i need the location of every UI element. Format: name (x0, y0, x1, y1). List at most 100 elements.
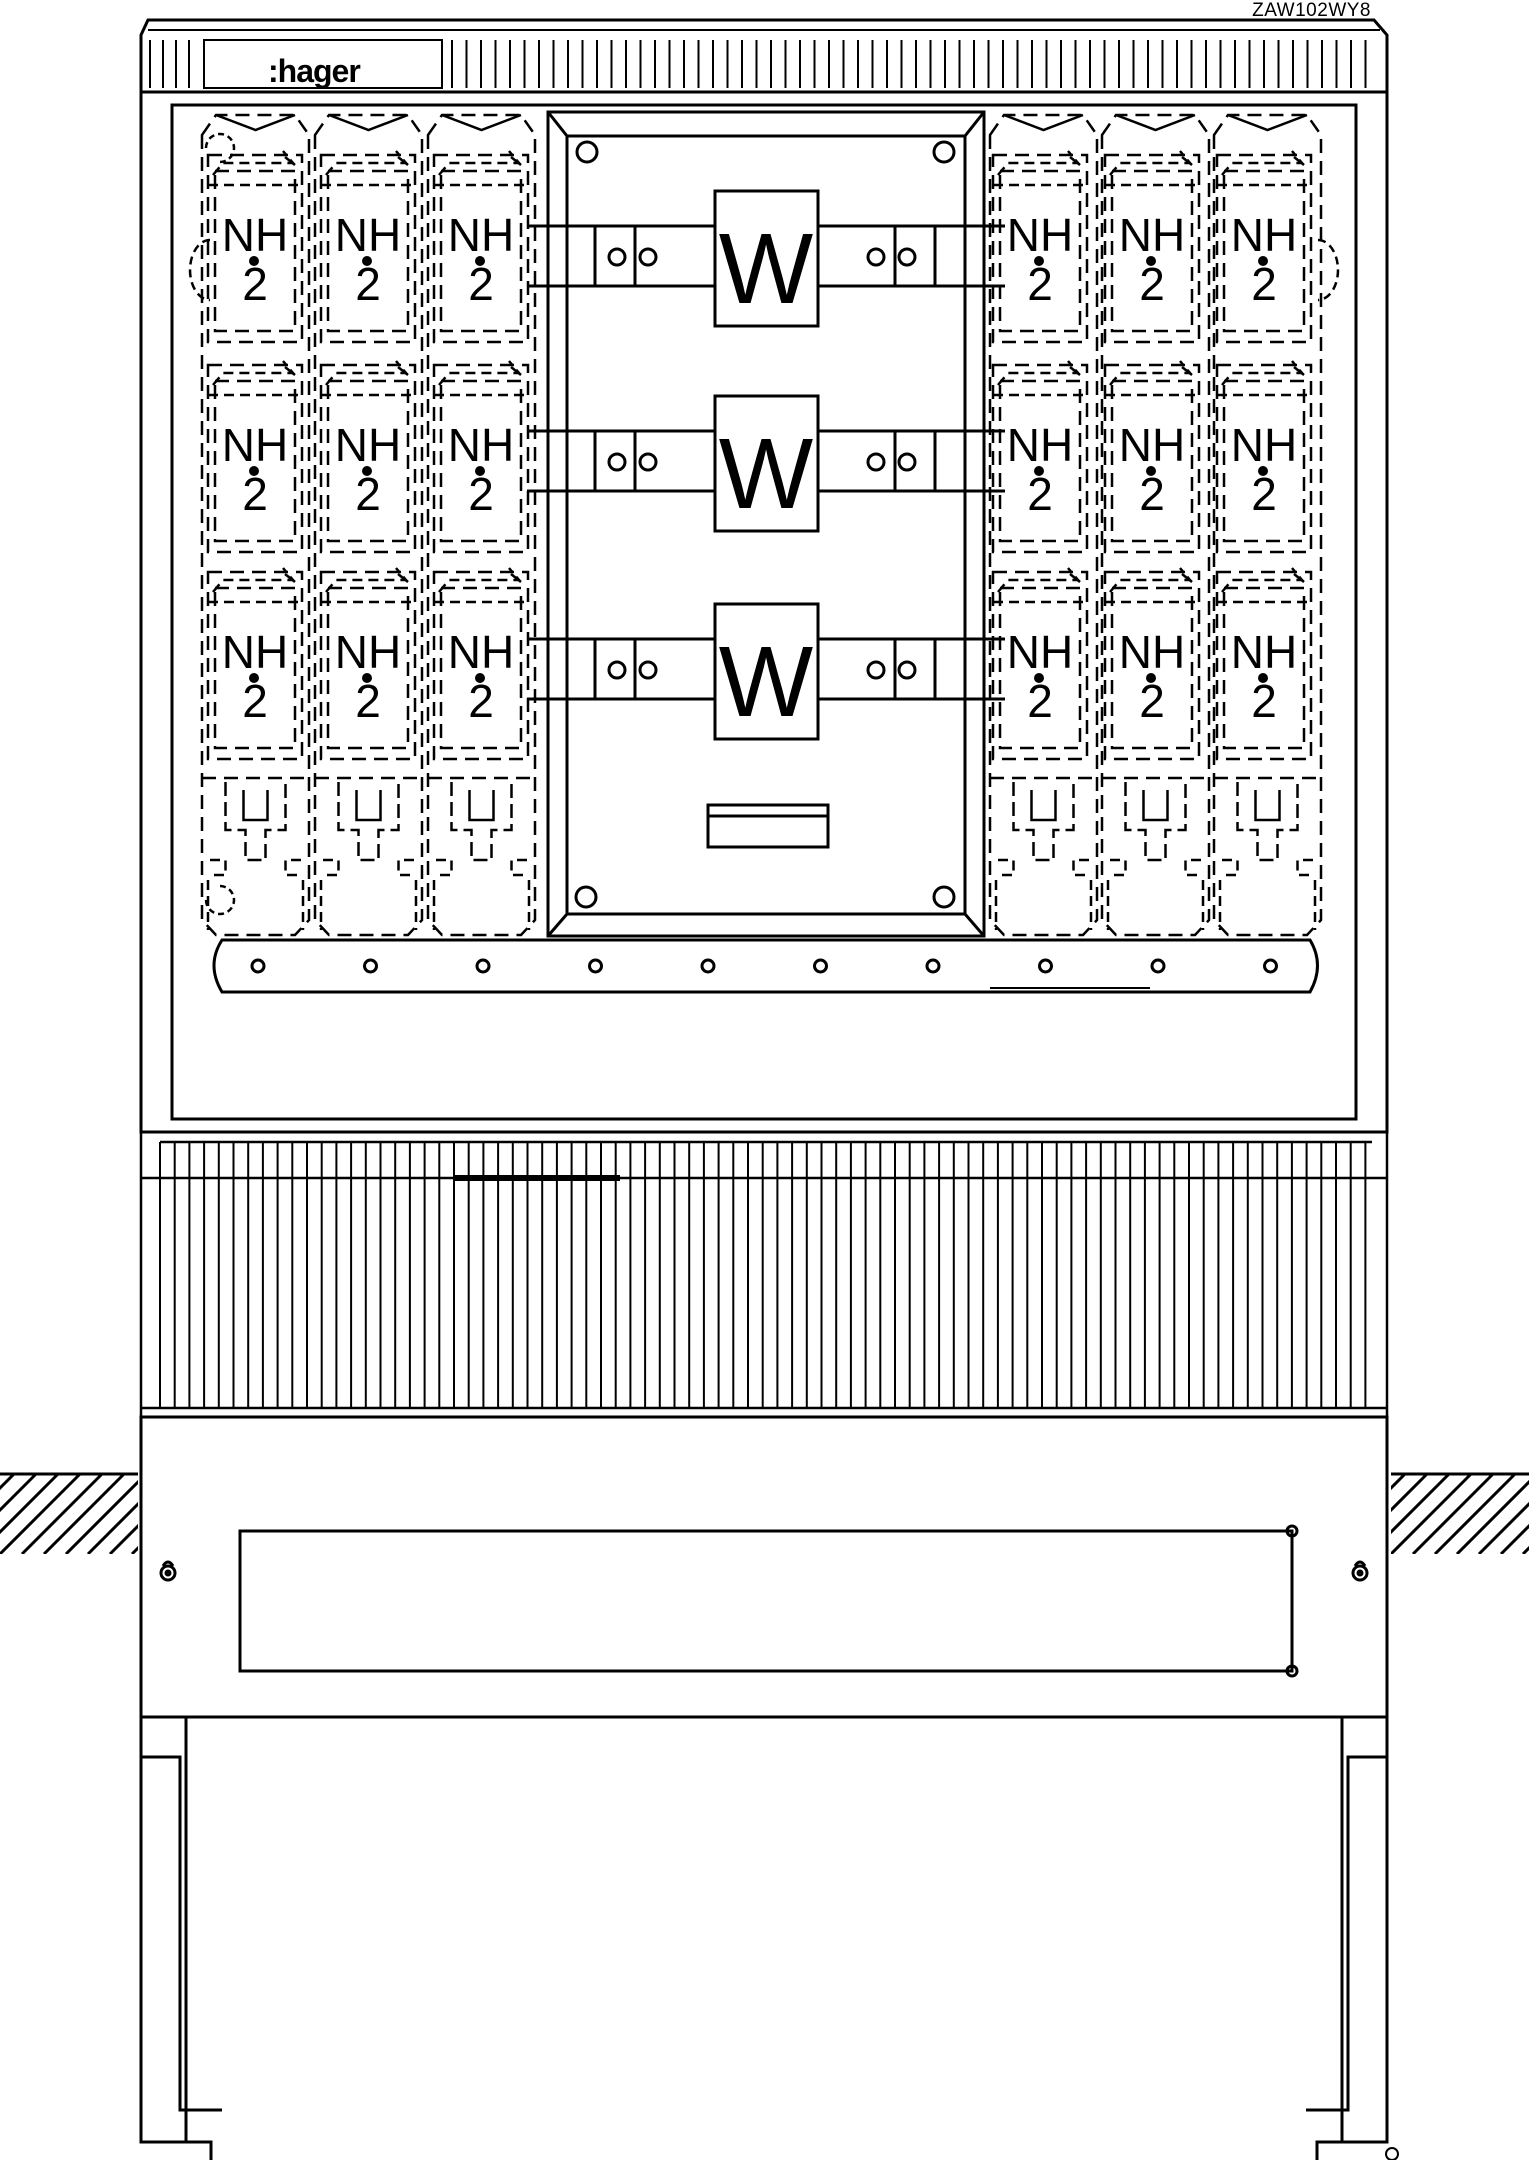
hatch-line (1499, 1523, 1529, 1554)
hatch-line (1391, 1472, 1473, 1554)
nh-fuse-module: NH2 (432, 150, 530, 344)
fuse-size-label: 2 (468, 258, 494, 310)
nh-fuse-module: NH2 (206, 360, 304, 554)
fuse-size-label: NH (448, 419, 514, 471)
fuse-size-label: NH (1119, 209, 1185, 261)
panel-screw-icon (574, 885, 598, 909)
fuse-size-label: 2 (242, 258, 268, 310)
hatch-line (130, 1545, 138, 1554)
fuse-size-label: NH (448, 209, 514, 261)
fuse-size-label: 2 (1027, 468, 1053, 520)
nh-fuse-module: NH2 (1215, 150, 1313, 344)
fuse-housing (1212, 113, 1323, 937)
ground-hatch-right (1391, 1472, 1529, 1554)
fuse-size-label: 2 (355, 675, 381, 727)
nh-fuse-module: NH2 (432, 567, 530, 761)
switch-label: W (719, 626, 814, 738)
fuse-size-label: NH (335, 209, 401, 261)
fuse-size-label: NH (448, 626, 514, 678)
fuse-contact-icon (475, 256, 485, 266)
fuse-contact-icon (249, 256, 259, 266)
fuse-size-label: 2 (242, 468, 268, 520)
terminal-hole-icon (700, 958, 716, 974)
fuse-size-label: NH (1231, 419, 1297, 471)
nh-fuse-module: NH2 (991, 150, 1089, 344)
fuse-contact-icon (362, 466, 372, 476)
fuse-housing (313, 113, 424, 937)
fuse-contact-icon (362, 256, 372, 266)
switch-panel (546, 110, 986, 938)
fuse-contact-icon (475, 673, 485, 683)
load-switch: W (527, 189, 1005, 328)
fuse-size-label: NH (1119, 626, 1185, 678)
mount-hole-icon (204, 132, 236, 164)
fuse-size-label: NH (335, 626, 401, 678)
switch-label: W (719, 418, 814, 530)
fuse-size-label: NH (1231, 209, 1297, 261)
switch-rows: WWW (527, 189, 1005, 741)
base-frame (139, 1715, 1399, 2160)
fuse-size-label: 2 (1027, 258, 1053, 310)
fuse-size-label: NH (222, 209, 288, 261)
hatch-line (1477, 1501, 1529, 1554)
fuse-size-label: 2 (1027, 675, 1053, 727)
fuse-size-label: 2 (468, 468, 494, 520)
plinth-cover (139, 1415, 1389, 1719)
hatch-line (1391, 1472, 1429, 1513)
fuse-size-label: NH (1007, 209, 1073, 261)
fuse-size-label: NH (1007, 419, 1073, 471)
ground-hatch-left (0, 1472, 138, 1554)
load-switch: W (527, 602, 1005, 741)
hatch-line (86, 1501, 138, 1554)
terminal-hole-icon (1263, 958, 1278, 974)
panel-screw-icon (575, 140, 599, 164)
lock-icon (1351, 1564, 1369, 1582)
terminal-hole-icon (925, 958, 941, 974)
fuse-contact-icon (249, 673, 259, 683)
terminal-hole-icon (1038, 958, 1053, 974)
hatch-line (0, 1472, 16, 1491)
nh-fuse-module: NH2 (1103, 150, 1201, 344)
nh-fuse-module: NH2 (319, 567, 417, 761)
fuse-contact-icon (1146, 466, 1156, 476)
fuse-contact-icon (1034, 466, 1044, 476)
terminal-hole-icon (1150, 958, 1166, 974)
fuse-contact-icon (475, 466, 485, 476)
neutral-rail (212, 938, 1319, 994)
fuse-size-label: 2 (355, 258, 381, 310)
hatch-line (64, 1479, 138, 1554)
fuse-contact-icon (1258, 673, 1268, 683)
panel-screw-icon (932, 140, 956, 164)
nh-fuse-module: NH2 (991, 567, 1089, 761)
hatch-line (20, 1472, 104, 1554)
fuse-size-label: NH (1231, 626, 1297, 678)
hatch-line (0, 1472, 82, 1554)
fuse-size-label: 2 (355, 468, 381, 520)
fuse-size-label: 2 (1139, 258, 1165, 310)
fuse-size-label: 2 (242, 675, 268, 727)
nh-fuse-module: NH2 (206, 567, 304, 761)
nh-fuse-module: NH2 (991, 360, 1089, 554)
hatch-line (1455, 1479, 1529, 1554)
fuse-contact-icon (1258, 256, 1268, 266)
fuse-size-label: 2 (1251, 258, 1277, 310)
fuse-contact-icon (1146, 256, 1156, 266)
hatch-line (108, 1523, 138, 1554)
hatch-line (1433, 1472, 1517, 1554)
brand-logo: :hager (268, 53, 360, 89)
fuse-size-label: NH (1007, 626, 1073, 678)
fuse-contact-icon (249, 466, 259, 476)
nh-fuse-module: NH2 (432, 360, 530, 554)
fuse-contact-icon (362, 673, 372, 683)
fuse-size-label: 2 (1251, 468, 1277, 520)
vent-section (139, 1130, 1389, 1419)
fuse-contact-icon (1034, 673, 1044, 683)
fuse-size-label: 2 (1139, 468, 1165, 520)
nh-fuse-module: NH2 (1103, 567, 1201, 761)
fuse-size-label: 2 (1139, 675, 1165, 727)
fuse-modules: NH2NH2NH2NH2NH2NH2NH2NH2NH2NH2NH2NH2NH2N… (188, 113, 1340, 937)
hatch-line (42, 1472, 126, 1554)
fuse-housing (988, 113, 1099, 937)
fuse-size-label: 2 (468, 675, 494, 727)
